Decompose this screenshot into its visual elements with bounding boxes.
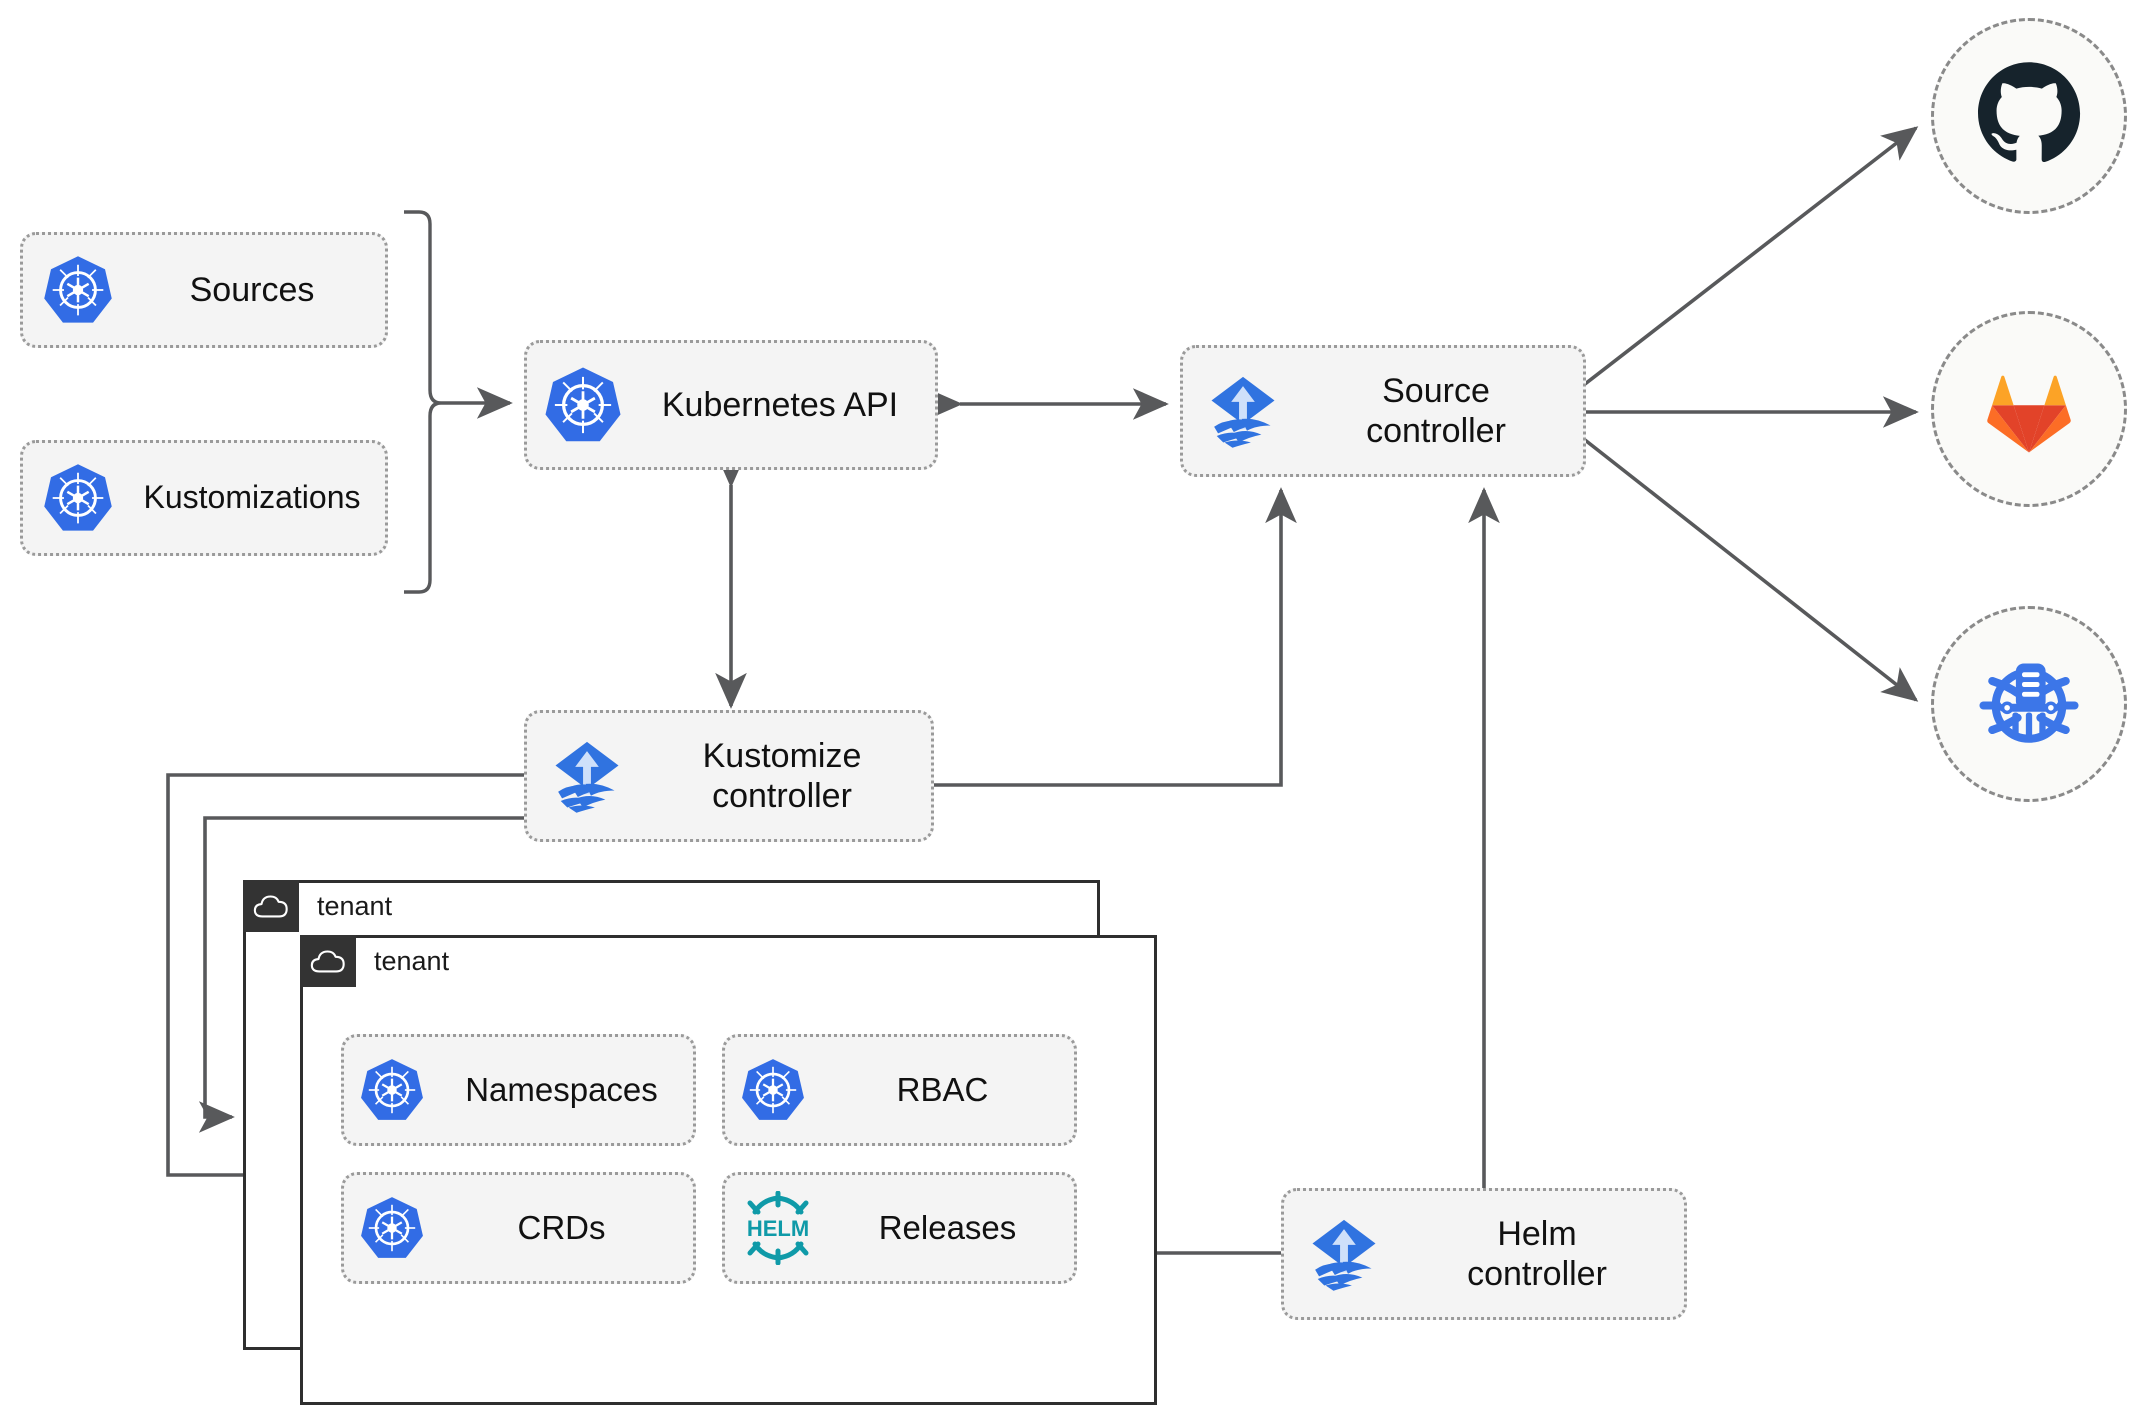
node-kubernetes-api[interactable]: Kubernetes API xyxy=(524,340,938,470)
node-label: Kustomize controller xyxy=(702,736,862,815)
helm-repository-icon xyxy=(1973,646,2085,763)
node-label: Kustomizations xyxy=(143,479,361,516)
kubernetes-icon xyxy=(725,1057,821,1123)
cloud-icon xyxy=(300,935,356,987)
node-label: Helm controller xyxy=(1467,1214,1607,1293)
resource-label: RBAC xyxy=(896,1071,989,1108)
node-source-controller[interactable]: Source controller xyxy=(1180,345,1586,477)
tenant-resource-grid: Namespaces xyxy=(341,1034,1077,1284)
node-kustomizations[interactable]: Kustomizations xyxy=(20,440,388,556)
kubernetes-icon xyxy=(23,462,133,534)
endpoint-gitlab[interactable] xyxy=(1931,311,2127,507)
resource-releases[interactable]: HELM Releases xyxy=(722,1172,1077,1284)
flux-icon xyxy=(1284,1212,1404,1296)
flux-icon xyxy=(1183,369,1303,453)
github-icon xyxy=(1975,60,2083,173)
resource-namespaces[interactable]: Namespaces xyxy=(341,1034,696,1146)
kubernetes-icon xyxy=(344,1057,440,1123)
gitlab-icon xyxy=(1975,353,2083,466)
resource-label: Releases xyxy=(878,1209,1017,1246)
tenant-label: tenant xyxy=(356,945,450,977)
endpoint-helm-repository[interactable] xyxy=(1931,606,2127,802)
endpoint-github[interactable] xyxy=(1931,18,2127,214)
resource-label: Namespaces xyxy=(465,1071,658,1108)
helm-icon: HELM xyxy=(725,1191,831,1265)
node-label: Kubernetes API xyxy=(661,385,899,424)
tenant-inner[interactable]: tenant xyxy=(300,935,1157,1405)
resource-crds[interactable]: CRDs xyxy=(341,1172,696,1284)
node-label: Source controller xyxy=(1366,371,1506,450)
kubernetes-icon xyxy=(527,365,639,445)
resource-label: CRDs xyxy=(517,1209,606,1246)
cloud-icon xyxy=(243,880,299,932)
tenant-label: tenant xyxy=(299,890,393,922)
flux-icon xyxy=(527,734,647,818)
node-label: Sources xyxy=(189,270,315,309)
node-sources[interactable]: Sources xyxy=(20,232,388,348)
node-helm-controller[interactable]: Helm controller xyxy=(1281,1188,1687,1320)
svg-text:HELM: HELM xyxy=(747,1216,809,1241)
resource-rbac[interactable]: RBAC xyxy=(722,1034,1077,1146)
kubernetes-icon xyxy=(23,254,133,326)
tenant-inner-tab: tenant xyxy=(300,935,450,987)
kubernetes-icon xyxy=(344,1195,440,1261)
tenant-outer-tab: tenant xyxy=(243,880,393,932)
node-kustomize-controller[interactable]: Kustomize controller xyxy=(524,710,934,842)
